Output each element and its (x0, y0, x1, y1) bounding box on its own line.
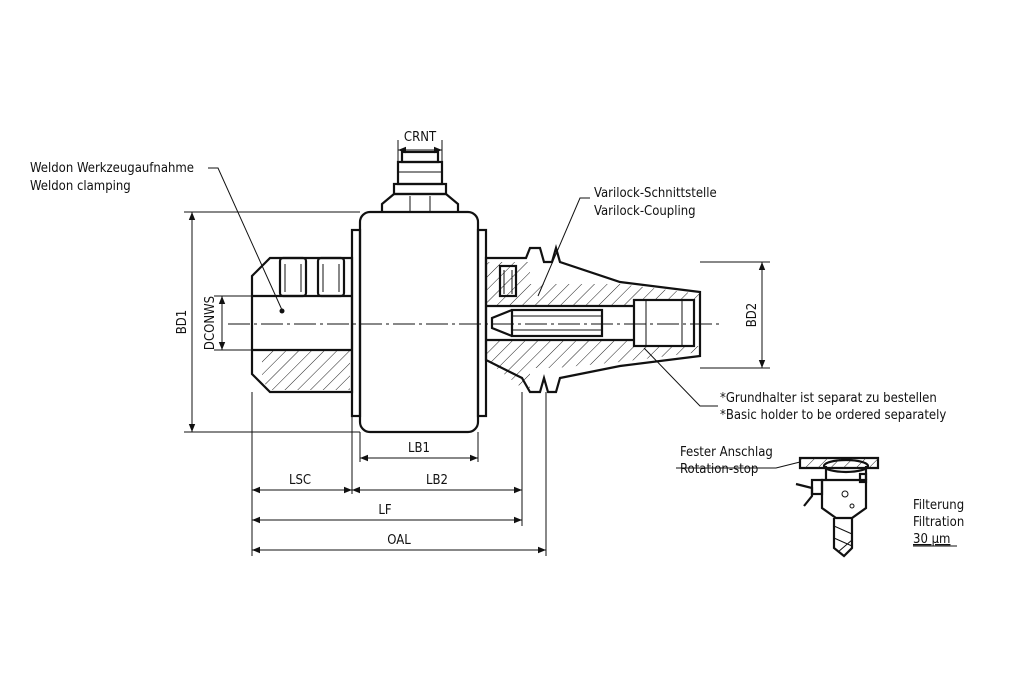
note-en: *Basic holder to be ordered separately (720, 408, 946, 423)
dim-crnt: CRNT (404, 130, 437, 145)
label-filter-de: Filterung (913, 498, 964, 513)
label-weldon-en: Weldon clamping (30, 179, 131, 194)
label-weldon-de: Weldon Werkzeugaufnahme (30, 161, 194, 176)
dim-lb2: LB2 (426, 473, 448, 488)
label-filter-value: 30 µm (913, 532, 950, 547)
varilock-coupling (484, 243, 702, 394)
note-de: *Grundhalter ist separat zu bestellen (720, 391, 937, 406)
coolant-connector (380, 150, 460, 212)
dim-lb1: LB1 (408, 441, 430, 456)
dim-oal: OAL (387, 533, 411, 548)
dim-lsc: LSC (289, 473, 311, 488)
dim-bd2: BD2 (745, 303, 760, 327)
dimension-lines (184, 140, 770, 556)
rotation-stop-detail (795, 456, 880, 558)
label-varilock-en: Varilock-Coupling (594, 204, 696, 219)
dim-dconws: DCONWS (203, 296, 218, 350)
label-varilock-de: Varilock-Schnittstelle (594, 186, 717, 201)
label-filter-en: Filtration (913, 515, 964, 530)
leader-lines (208, 167, 801, 469)
weldon-sleeve (250, 256, 354, 394)
label-rotation-en: Rotation-stop (680, 462, 758, 477)
rotary-body (350, 210, 488, 434)
label-rotation-de: Fester Anschlag (680, 445, 773, 460)
dim-lf: LF (378, 503, 392, 518)
dim-bd1: BD1 (175, 310, 190, 334)
